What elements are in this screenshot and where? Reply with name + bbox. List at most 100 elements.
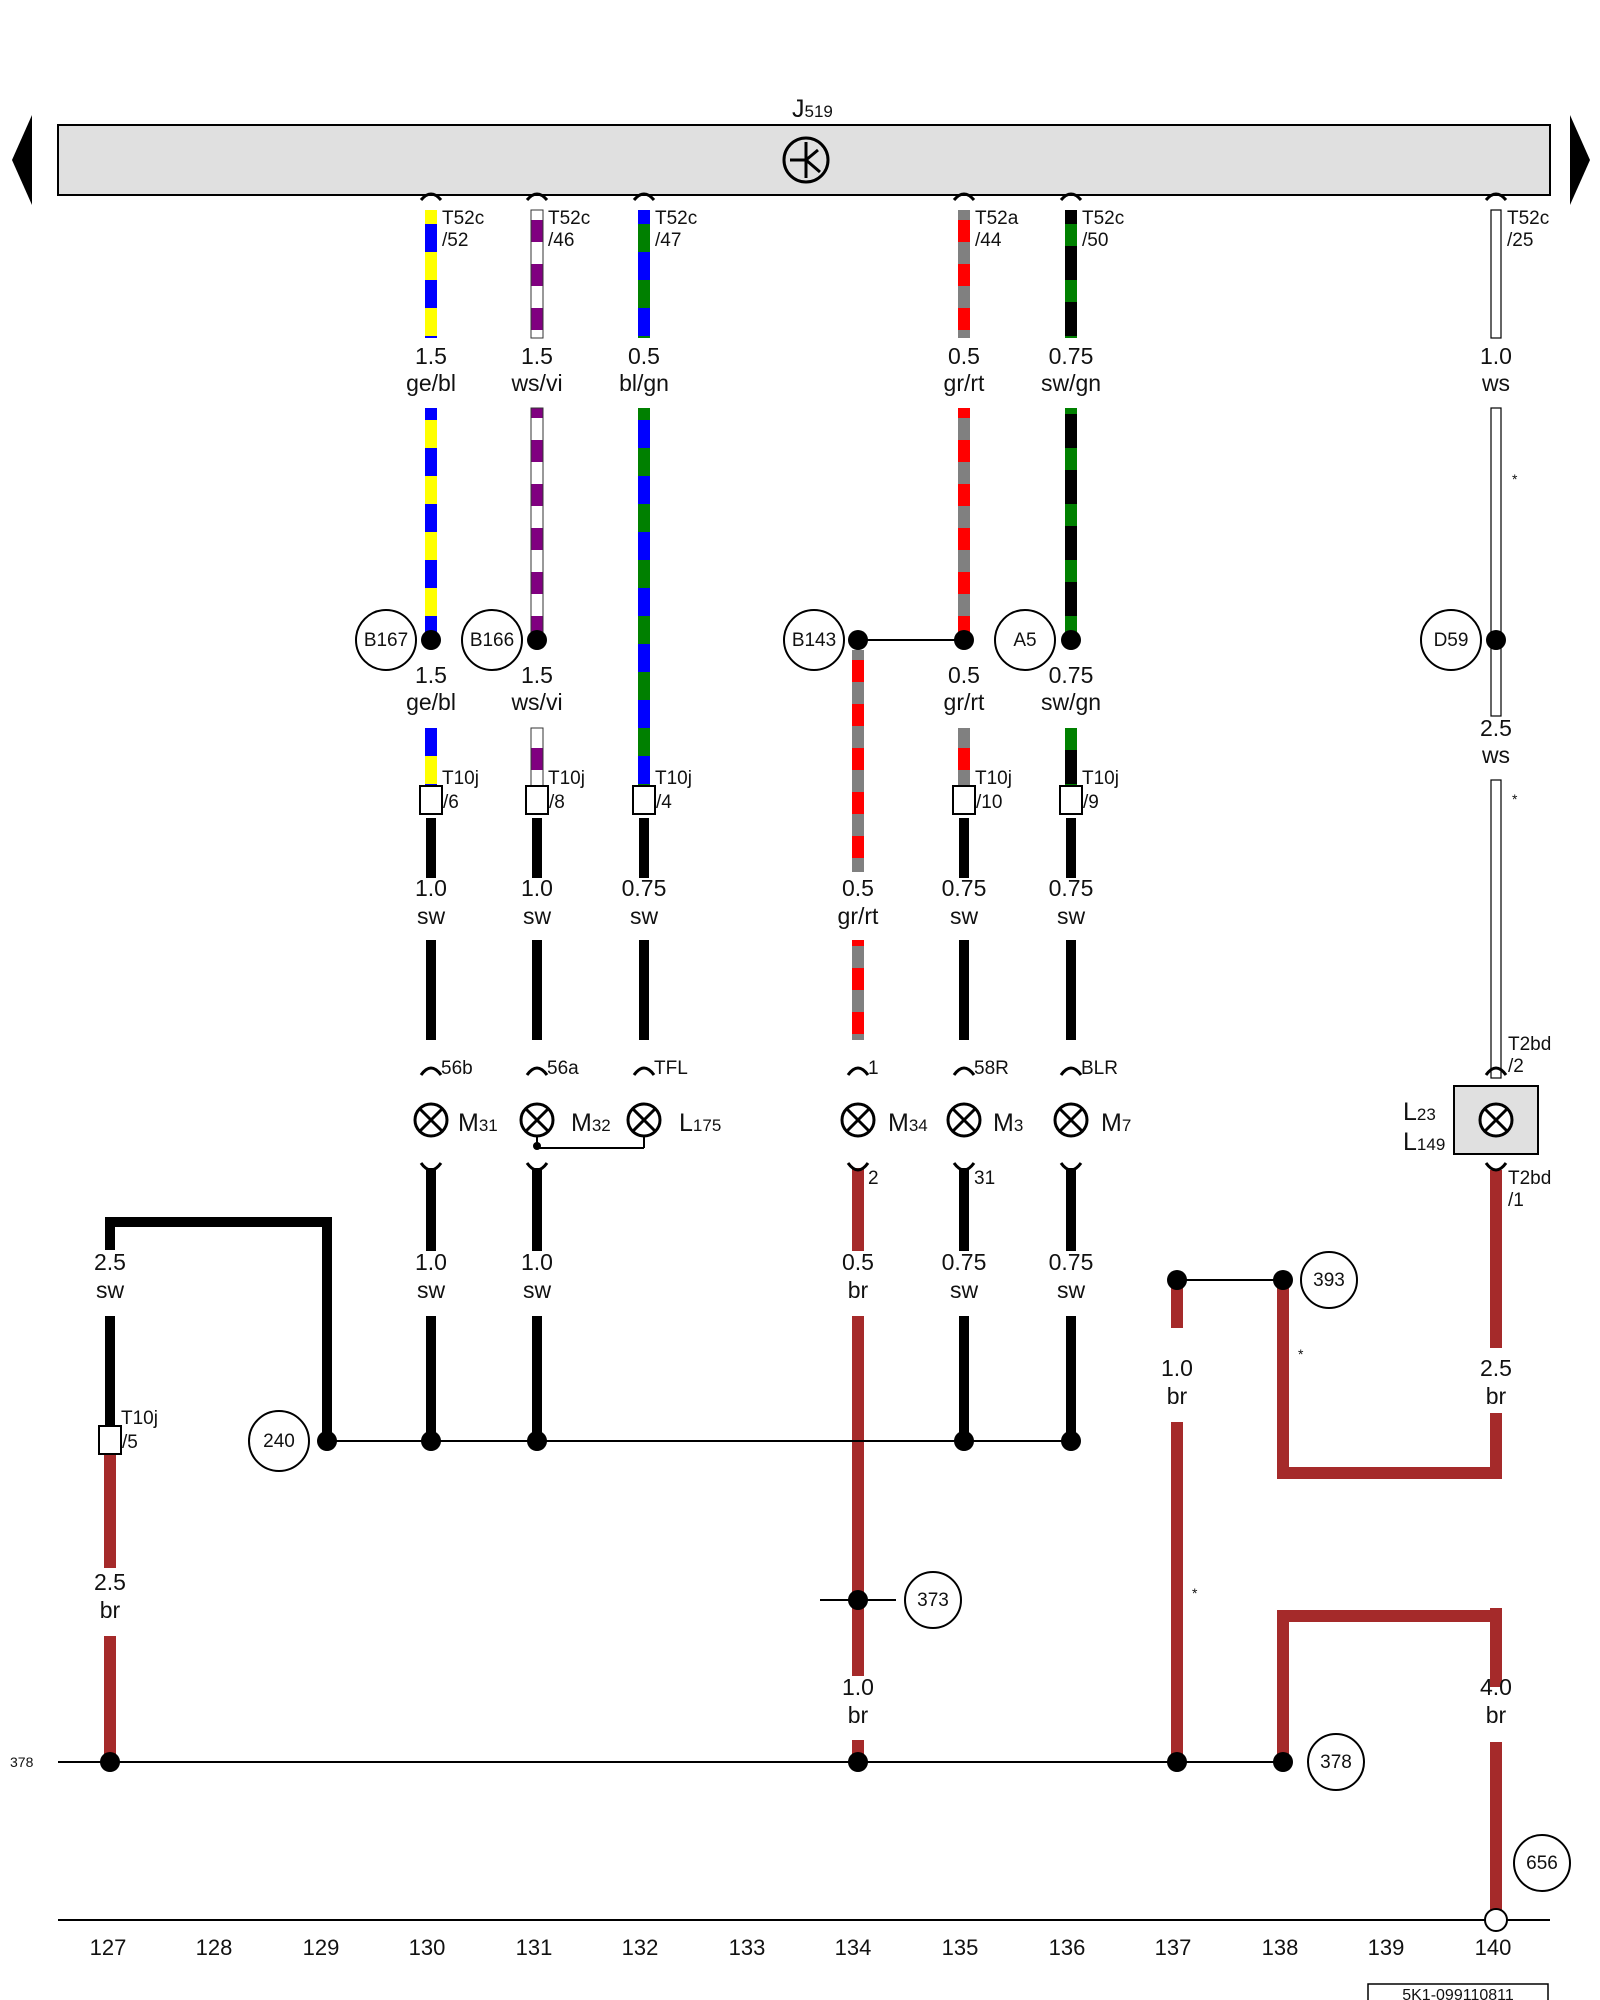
conn-code: T52c: [548, 208, 590, 229]
splice-a5: A5: [1013, 630, 1036, 651]
conn-code: T52c: [655, 208, 697, 229]
conn-code: T52a: [975, 208, 1019, 229]
conn-code: T10j: [975, 768, 1012, 789]
control-unit-sub: 519: [805, 102, 833, 121]
wire-col-127: [104, 1217, 332, 1760]
ground-ref-656: 656: [1526, 1853, 1558, 1874]
wire-col-132: [638, 210, 650, 1040]
wire-size: 1.0: [1161, 1355, 1193, 1381]
svg-text:M32: M32: [571, 1109, 611, 1137]
wire-color: ge/bl: [406, 370, 456, 396]
wire-size: 0.5: [948, 343, 980, 369]
wire-color: br: [100, 1597, 121, 1623]
conn-pin: /9: [1083, 792, 1099, 813]
control-unit-j519: J519: [12, 95, 1590, 205]
svg-text:L23: L23: [1403, 1098, 1436, 1126]
conn-pin: /5: [122, 1432, 138, 1453]
wire-size: 0.5: [948, 662, 980, 688]
svg-text:M7: M7: [1101, 1109, 1131, 1137]
top-connector-forks: [419, 192, 1508, 202]
scroll-right-arrow-icon[interactable]: [1570, 115, 1590, 205]
column-number: 129: [303, 1935, 340, 1960]
conn-pin: /6: [443, 792, 459, 813]
conn-code: T52c: [1507, 208, 1549, 229]
column-number: 130: [409, 1935, 446, 1960]
comp-l149: L: [1403, 1128, 1417, 1156]
conn-code: T10j: [442, 768, 479, 789]
column-number: 131: [516, 1935, 553, 1960]
wire-size: 1.0: [521, 875, 553, 901]
conn-pin: /25: [1507, 230, 1533, 251]
column-number: 139: [1368, 1935, 1405, 1960]
comp-l175: L: [679, 1109, 693, 1137]
conn-code: T2bd: [1508, 1034, 1551, 1055]
svg-text:M3: M3: [993, 1109, 1023, 1137]
wire-col-136: [1065, 210, 1077, 1441]
wire-color: ws/vi: [510, 370, 562, 396]
splice-b166: B166: [470, 630, 514, 651]
conn-pin: /44: [975, 230, 1002, 251]
wire-size: 2.5: [1480, 715, 1512, 741]
splice-d59: D59: [1434, 630, 1469, 651]
wire-size: 0.75: [942, 1249, 987, 1275]
splice-b143: B143: [792, 630, 836, 651]
comp-l23: L: [1403, 1098, 1417, 1126]
wire-color: sw: [417, 903, 446, 929]
wire-color: br: [848, 1277, 869, 1303]
doc-id-box: [1367, 1983, 1549, 2000]
column-number: 137: [1155, 1935, 1192, 1960]
wire-col-135: [958, 210, 970, 1441]
wire-size: 0.5: [842, 1249, 874, 1275]
wire-color: sw: [417, 1277, 446, 1303]
wire-color: ws: [1481, 370, 1510, 396]
svg-text:M34: M34: [888, 1109, 928, 1137]
wire-size: 0.5: [842, 875, 874, 901]
svg-text:J519: J519: [792, 95, 833, 123]
wire-color: bl/gn: [619, 370, 669, 396]
conn-pin: /52: [442, 230, 468, 251]
wire-color: sw/gn: [1041, 370, 1101, 396]
ground-ref-378: 378: [1320, 1752, 1352, 1773]
wire-col-137-138: [1171, 1279, 1502, 1762]
t10j-connectors: [98, 785, 1083, 1455]
wire-color: br: [848, 1702, 869, 1728]
conn-code: T10j: [548, 768, 585, 789]
bulb-pin: 2: [868, 1168, 879, 1189]
conn-code: T10j: [655, 768, 692, 789]
wire-size: 4.0: [1480, 1674, 1512, 1700]
note-star: *: [1512, 791, 1518, 807]
wire-color: br: [1486, 1702, 1507, 1728]
wire-col-134: [852, 650, 864, 1762]
scroll-left-arrow-icon[interactable]: [12, 115, 32, 205]
wire-color: sw: [630, 903, 659, 929]
conn-code: T52c: [442, 208, 484, 229]
column-number: 140: [1475, 1935, 1512, 1960]
wire-size: 1.0: [1480, 343, 1512, 369]
wire-col-130: [425, 210, 437, 1441]
svg-text:M31: M31: [458, 1109, 498, 1137]
bulb-symbols: [413, 1102, 1089, 1138]
column-number: 133: [729, 1935, 766, 1960]
wire-size: 1.0: [842, 1674, 874, 1700]
bulb-pin: 56b: [441, 1058, 473, 1079]
wire-size: 1.0: [415, 875, 447, 901]
electronic-unit-icon: [782, 136, 830, 184]
conn-code: T10j: [121, 1408, 158, 1429]
wire-color: ws: [1481, 742, 1510, 768]
conn-pin: /10: [976, 792, 1002, 813]
conn-pin: /8: [549, 792, 565, 813]
wire-color: sw/gn: [1041, 689, 1101, 715]
wire-color: sw: [1057, 903, 1086, 929]
conn-pin: /2: [1508, 1056, 1524, 1077]
wire-size: 0.75: [622, 875, 667, 901]
wire-size: 1.0: [521, 1249, 553, 1275]
wire-size: 0.75: [942, 875, 987, 901]
comp-m3: M: [993, 1109, 1014, 1137]
comp-m32: M: [571, 1109, 592, 1137]
wire-size: 0.75: [1049, 875, 1094, 901]
wire-col-140: [1490, 209, 1502, 1917]
column-number: 127: [90, 1935, 127, 1960]
bulb-pin: TFL: [654, 1058, 688, 1079]
